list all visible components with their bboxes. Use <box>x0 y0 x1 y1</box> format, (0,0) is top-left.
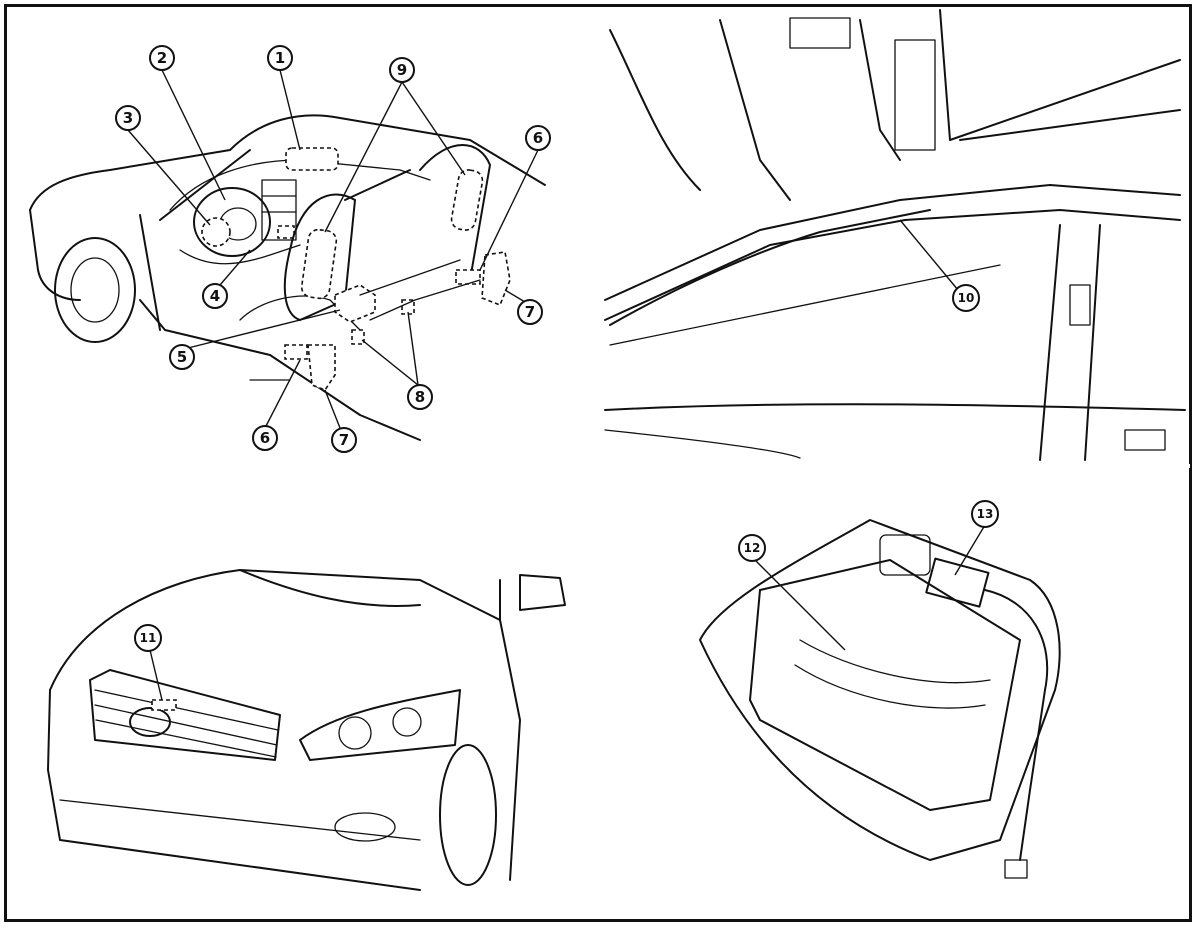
ocs-control-unit <box>925 557 990 608</box>
satellite-sensor-front <box>351 329 365 345</box>
svg-text:1: 1 <box>275 49 285 67</box>
panel-top-left-interior <box>29 114 546 441</box>
pretensioner-front <box>284 344 308 360</box>
passenger-airbag-module <box>285 147 339 171</box>
side-mirror <box>519 574 566 611</box>
pretensioner-rear <box>455 269 481 285</box>
callout-9: 9 <box>389 57 415 83</box>
retractor-rear <box>481 251 511 307</box>
callout-1: 1 <box>267 45 293 71</box>
callout-4: 4 <box>202 283 228 309</box>
svg-text:8: 8 <box>415 388 425 406</box>
callout-8: 8 <box>407 384 433 410</box>
callout-2: 2 <box>149 45 175 71</box>
headlamp <box>299 689 461 761</box>
rear-side-airbag <box>450 169 484 231</box>
crash-zone-sensor <box>151 699 177 711</box>
callout-13: 13 <box>971 500 999 528</box>
svg-text:13: 13 <box>977 507 994 521</box>
callout-6-rear: 6 <box>525 125 551 151</box>
svg-text:10: 10 <box>958 291 975 305</box>
front-grille <box>89 669 281 761</box>
airbag-diagnosis-sensor-unit <box>334 284 376 323</box>
satellite-sensor-rear <box>401 299 415 315</box>
svg-text:6: 6 <box>533 129 543 147</box>
callout-7-front: 7 <box>331 427 357 453</box>
steering-wheel-icon <box>193 187 271 257</box>
svg-text:11: 11 <box>140 631 157 645</box>
svg-text:7: 7 <box>525 303 535 321</box>
spiral-cable <box>201 217 231 247</box>
svg-text:5: 5 <box>177 348 187 366</box>
panel-bottom-left-vehicle-front <box>47 569 566 891</box>
front-side-airbag <box>300 228 338 300</box>
svg-text:7: 7 <box>339 431 349 449</box>
svg-text:2: 2 <box>157 49 167 67</box>
retractor-front <box>307 344 336 391</box>
callout-10: 10 <box>952 284 980 312</box>
svg-text:9: 9 <box>397 61 407 79</box>
callout-5: 5 <box>169 344 195 370</box>
infiniti-emblem-icon <box>129 707 171 737</box>
callout-7-rear: 7 <box>517 299 543 325</box>
occupant-classification-sensor <box>749 559 1021 811</box>
svg-text:3: 3 <box>123 109 133 127</box>
panel-bottom-right-seat-sensor <box>699 519 1061 879</box>
svg-text:6: 6 <box>260 429 270 447</box>
callout-12: 12 <box>738 534 766 562</box>
callout-6-front: 6 <box>252 425 278 451</box>
svg-text:12: 12 <box>744 541 761 555</box>
svg-text:4: 4 <box>210 287 220 305</box>
panel-top-right-curtain <box>595 7 1186 465</box>
callout-11: 11 <box>134 624 162 652</box>
callout-3: 3 <box>115 105 141 131</box>
